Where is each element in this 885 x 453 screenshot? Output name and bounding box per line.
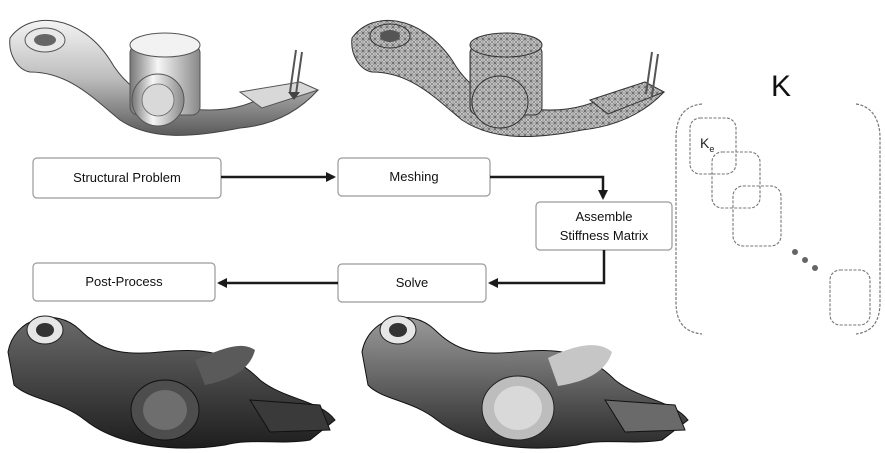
structural-problem-label: Structural Problem: [73, 170, 181, 185]
assemble-label-line1: Assemble: [575, 209, 632, 224]
structural-problem-box: Structural Problem: [33, 158, 221, 198]
global-stiffness-matrix: K Ke: [676, 70, 880, 334]
ellipsis-dot-3: [812, 265, 818, 271]
element-block-last: [830, 270, 870, 325]
post-process-result-image: [8, 316, 335, 448]
post-process-label: Post-Process: [85, 274, 163, 289]
post-process-box: Post-Process: [33, 263, 215, 301]
element-matrix-label: Ke: [700, 135, 714, 154]
assemble-label-line2: Stiffness Matrix: [560, 228, 649, 243]
rocker-arm-geometry-image: [10, 20, 318, 135]
solve-label: Solve: [396, 275, 429, 290]
matrix-right-bracket: [856, 104, 880, 334]
arrow-assemble-to-solve: [490, 250, 604, 283]
element-block-3: [733, 186, 781, 246]
meshed-rocker-arm-image: [352, 20, 664, 136]
meshing-box: Meshing: [338, 158, 490, 196]
ellipsis-dot-1: [792, 249, 798, 255]
solve-result-image: [362, 316, 688, 448]
ellipsis-dot-2: [802, 257, 808, 263]
assemble-stiffness-box: Assemble Stiffness Matrix: [536, 202, 672, 250]
matrix-left-bracket: [676, 104, 702, 334]
meshing-label: Meshing: [389, 169, 438, 184]
arrow-meshing-to-assemble: [490, 177, 603, 198]
matrix-title: K: [771, 70, 791, 103]
solve-box: Solve: [338, 264, 486, 302]
